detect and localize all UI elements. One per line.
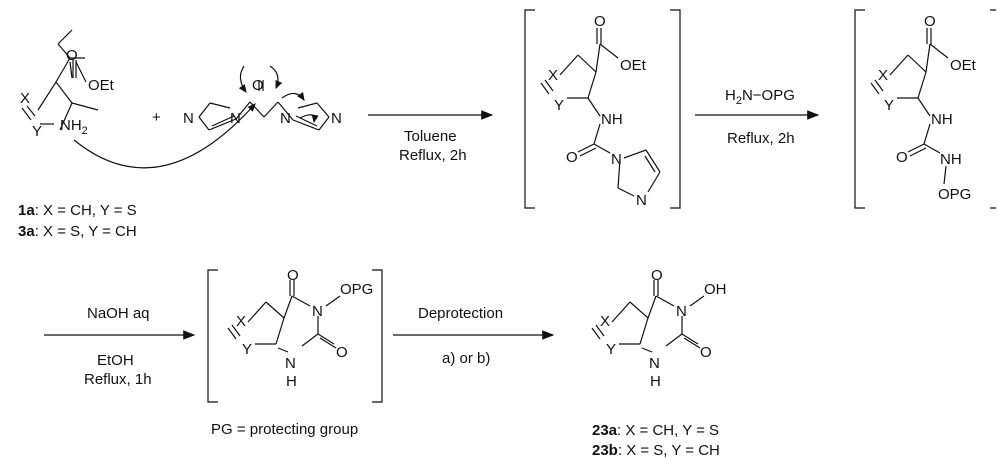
step3-solvent: EtOH	[97, 352, 134, 369]
cdi-o: O	[252, 77, 264, 94]
cdi-n-right: N	[331, 110, 342, 127]
step4-options: a) or b)	[442, 350, 490, 367]
step1-conditions: Reflux, 2h	[399, 147, 467, 164]
int2-x: X	[878, 67, 888, 84]
int1-n3: N	[636, 192, 647, 209]
step3-conditions: Reflux, 1h	[84, 371, 152, 388]
atom-o: O	[66, 47, 78, 64]
int1-o-urea: O	[566, 149, 578, 166]
step4-reagent: Deprotection	[418, 305, 503, 322]
prod-n1: N	[649, 355, 660, 372]
int2-o-urea: O	[896, 149, 908, 166]
atom-nh2: NH2	[60, 117, 88, 137]
int3-o-top: O	[287, 267, 299, 284]
int2-opg: OPG	[938, 186, 971, 203]
atom-x: X	[20, 90, 30, 107]
step3-base: NaOH aq	[87, 305, 150, 322]
int2-nh-o: NH	[940, 151, 962, 168]
starting-thiophene: X Y O OEt NH2	[20, 29, 115, 140]
int3-opg: OPG	[340, 281, 373, 298]
product-hydroxy-thienopyrimidinedione: X Y O N OH O N H	[591, 267, 727, 390]
carbonyldiimidazole: O N N N N	[183, 65, 342, 131]
cdi-n1-left: N	[230, 110, 241, 127]
int3-n1: N	[285, 355, 296, 372]
plus-sign: +	[152, 109, 161, 126]
label-23a-23b: 23a: X = CH, Y = S 23b: X = S, Y = CH	[592, 422, 720, 459]
step1-solvent: Toluene	[404, 128, 457, 145]
int2-oet: OEt	[950, 57, 977, 74]
prod-y: Y	[606, 341, 616, 358]
step2-conditions: Reflux, 2h	[727, 130, 795, 147]
int2-nh: NH	[931, 111, 953, 128]
prod-x: X	[600, 313, 610, 330]
atom-y: Y	[32, 123, 42, 140]
int1-o-ester: O	[594, 13, 606, 30]
int3-o-bottom: O	[336, 344, 348, 361]
cdi-n1-right: N	[280, 110, 291, 127]
intermediate-imidazolide: X Y O OEt NH O N N	[524, 9, 681, 209]
int1-nh: NH	[601, 111, 623, 128]
int1-y: Y	[554, 97, 564, 114]
int2-o-ester: O	[924, 13, 936, 30]
pg-note: PG = protecting group	[211, 421, 358, 438]
int3-n3: N	[312, 303, 323, 320]
int3-h: H	[286, 373, 297, 390]
attack-arrow	[73, 103, 256, 169]
svg-text:23b: X = S, Y = CH: 23b: X = S, Y = CH	[592, 442, 720, 459]
svg-text:3a: X = S, Y = CH: 3a: X = S, Y = CH	[18, 223, 137, 240]
int2-y: Y	[884, 97, 894, 114]
label-1a-3a: 1a: X = CH, Y = S 3a: X = S, Y = CH	[18, 202, 137, 240]
intermediate-hydroxyurea: X Y O OEt NH O NH OPG	[854, 9, 996, 209]
int1-oet: OEt	[620, 57, 647, 74]
atom-oet: OEt	[88, 77, 115, 94]
protected-thienopyrimidinedione: X Y O N OPG O N H	[207, 267, 383, 403]
svg-text:23a: X = CH, Y = S: 23a: X = CH, Y = S	[592, 422, 719, 439]
int3-x: X	[236, 313, 246, 330]
cdi-n-left: N	[183, 110, 194, 127]
int1-n1: N	[611, 151, 622, 168]
int1-x: X	[548, 67, 558, 84]
prod-o-top: O	[651, 267, 663, 284]
prod-oh: OH	[704, 281, 727, 298]
int3-y: Y	[242, 341, 252, 358]
prod-n3: N	[676, 303, 687, 320]
step2-reagent: H2N−OPG	[725, 87, 795, 107]
prod-o-bottom: O	[700, 344, 712, 361]
svg-text:1a: X = CH, Y = S: 1a: X = CH, Y = S	[18, 202, 137, 219]
prod-h: H	[650, 373, 661, 390]
